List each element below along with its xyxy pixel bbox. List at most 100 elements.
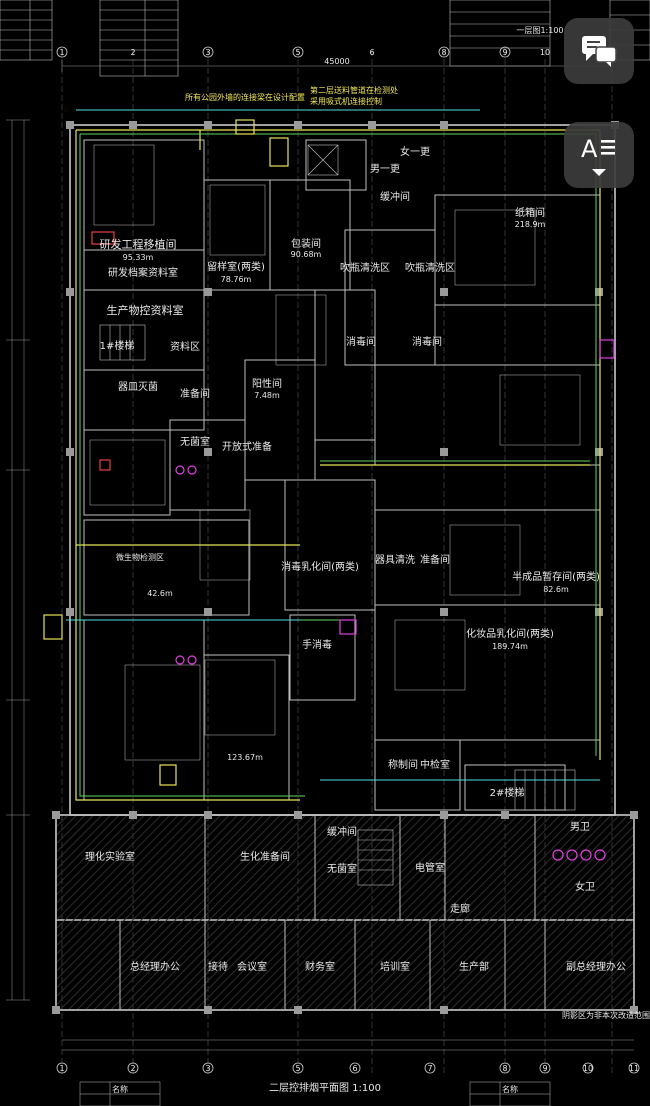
schedule-table-top-left: [0, 0, 53, 61]
room-name-r10: 纸箱间: [515, 206, 545, 219]
room-name-r17: 阳性间: [252, 377, 282, 390]
room-name-r26: 称制间: [388, 758, 418, 771]
room-area-r4: 90.68m: [291, 250, 322, 259]
grid-label-top: 5: [295, 48, 300, 57]
room-labels: 研发工程移植间 95.33m 研发档案资料室 留样室(两类) 78.76m 包装间90.6…: [85, 145, 626, 973]
room-name-r21: 器具清洗: [375, 553, 415, 566]
room-name-r14: 消毒间: [412, 335, 442, 348]
translate-icon: A: [581, 135, 615, 176]
room-name-r42: 生产部: [459, 960, 489, 973]
room-name-r20: 消毒乳化间(两类): [281, 560, 359, 573]
room-name-r30: 生化准备间: [240, 850, 290, 863]
room-area-r24: 189.74m: [492, 642, 528, 651]
room-name-r40: 财务室: [305, 960, 335, 973]
grid-label-bottom: 6: [352, 1064, 357, 1073]
room-name-r43: 副总经理办公: [566, 960, 626, 973]
svg-text:A: A: [581, 135, 598, 163]
top-note-3: 采用吸式机连接控制: [310, 96, 382, 106]
hatched-non-scope-area: [57, 816, 633, 1009]
room-name-r41: 培训室: [380, 960, 410, 973]
room-name-r29: 理化实验室: [85, 850, 135, 863]
room-name-r12: 资料区: [170, 340, 200, 353]
grid-label-bottom: 2: [130, 1064, 135, 1073]
room-name-r15: 器皿灭菌: [118, 381, 158, 393]
room-name-r36: 走廊: [450, 902, 470, 915]
room-name-r25: 手消毒: [302, 638, 332, 651]
dimension-left: [6, 119, 30, 1001]
room-name-r39: 会议室: [237, 960, 267, 973]
room-name-r6: 女一更: [400, 145, 430, 158]
grid-label-top: 10: [540, 48, 550, 57]
duct-cyan: [66, 109, 600, 781]
grid-label-bottom: 1: [59, 1064, 64, 1073]
room-name-r45: 微生物检测区: [116, 552, 164, 562]
room-area-r17: 7.48m: [254, 391, 280, 400]
structural-columns: [52, 121, 638, 1014]
room-name-r19: 开放式准备: [222, 440, 272, 453]
room-name-r5: 缓冲间: [380, 190, 410, 203]
title-block-right: 名称: [502, 1084, 518, 1094]
room-name-r8: 吹瓶清洗区: [340, 261, 390, 274]
room-name-r46: 42.6m: [147, 589, 173, 598]
grid-bubbles-bottom: [56, 1062, 640, 1074]
grid-label-bottom: 5: [295, 1064, 300, 1073]
drawing-title: 二层控排烟平面图 1:100: [269, 1081, 381, 1094]
grid-label-bottom: 10: [583, 1064, 593, 1073]
room-name-r33: 电管室: [415, 861, 445, 874]
top-note-2: 第二层送料管道在检测处: [310, 85, 398, 95]
grid-bubbles-top: [56, 46, 618, 58]
room-name-r2: 研发档案资料室: [108, 266, 178, 279]
room-name-r3: 留样室(两类): [207, 260, 265, 273]
room-area-r1: 95.33m: [123, 253, 154, 262]
room-name-r35: 女卫: [575, 880, 595, 893]
room-area-r3: 78.76m: [221, 275, 252, 284]
grid-label-bottom: 3: [205, 1064, 210, 1073]
room-name-r27: 中检室: [420, 758, 450, 771]
room-name-r4: 包装间: [291, 237, 321, 250]
room-name-r13: 消毒间: [346, 335, 376, 348]
stairs: [99, 144, 576, 886]
grid-label-top: 1: [59, 48, 64, 57]
title-block: [79, 1081, 551, 1106]
translate-button[interactable]: A: [564, 122, 634, 188]
schedule-table-top-mid: [99, 0, 179, 77]
room-name-r44: 1#楼梯: [100, 339, 135, 352]
room-name-r24: 化妆品乳化间(两类): [466, 627, 554, 640]
chat-bubbles-icon: [582, 36, 617, 67]
grid-label-bottom: 7: [427, 1064, 432, 1073]
room-name-r9: 吹瓶清洗区: [405, 261, 455, 274]
room-name-r38: 接待: [208, 960, 228, 973]
grid-label-top: 6: [369, 48, 374, 57]
grid-label-bottom: 8: [502, 1064, 507, 1073]
room-name-r18: 无菌室: [180, 435, 210, 448]
room-name-r22: 准备间: [420, 553, 450, 566]
grid-label-bottom: 9: [542, 1064, 547, 1073]
grid-label-top: 8: [441, 48, 446, 57]
grid-label-top: 9: [502, 48, 507, 57]
room-name-r1: 研发工程移植间: [100, 237, 177, 251]
room-name-r37: 总经理办公: [130, 960, 180, 973]
interior-partitions: [83, 139, 601, 1010]
room-area-r23: 82.6m: [543, 585, 569, 594]
dimension-top-label: 45000: [324, 57, 349, 66]
room-name-r34: 男卫: [570, 821, 590, 833]
grid-label-bottom: 11: [629, 1064, 639, 1073]
room-name-r31: 缓冲间: [327, 825, 357, 838]
equipment-schedules: [89, 144, 581, 761]
room-name-r28: 2#楼梯: [490, 786, 525, 799]
dimension-bottom: [62, 1039, 634, 1051]
room-name-r23: 半成品暂存间(两类): [512, 570, 600, 583]
legend-mark: 一层图1:100: [516, 26, 563, 35]
top-note-1: 所有公园外墙的连接梁在设计配置: [185, 92, 305, 102]
chat-button[interactable]: [564, 18, 634, 84]
exhaust-fans: [43, 119, 615, 861]
bottom-note: 阴影区为非本次改造范围: [562, 1010, 650, 1020]
room-name-r47: 123.67m: [227, 753, 263, 762]
room-name-r7: 男一更: [370, 163, 400, 175]
grid-label-top: 2: [130, 48, 135, 57]
room-area-r10: 218.9m: [515, 220, 546, 229]
room-name-r16: 准备间: [180, 387, 210, 400]
title-block-left: 名称: [112, 1084, 128, 1094]
room-name-r11: 生产物控资料室: [107, 303, 184, 317]
